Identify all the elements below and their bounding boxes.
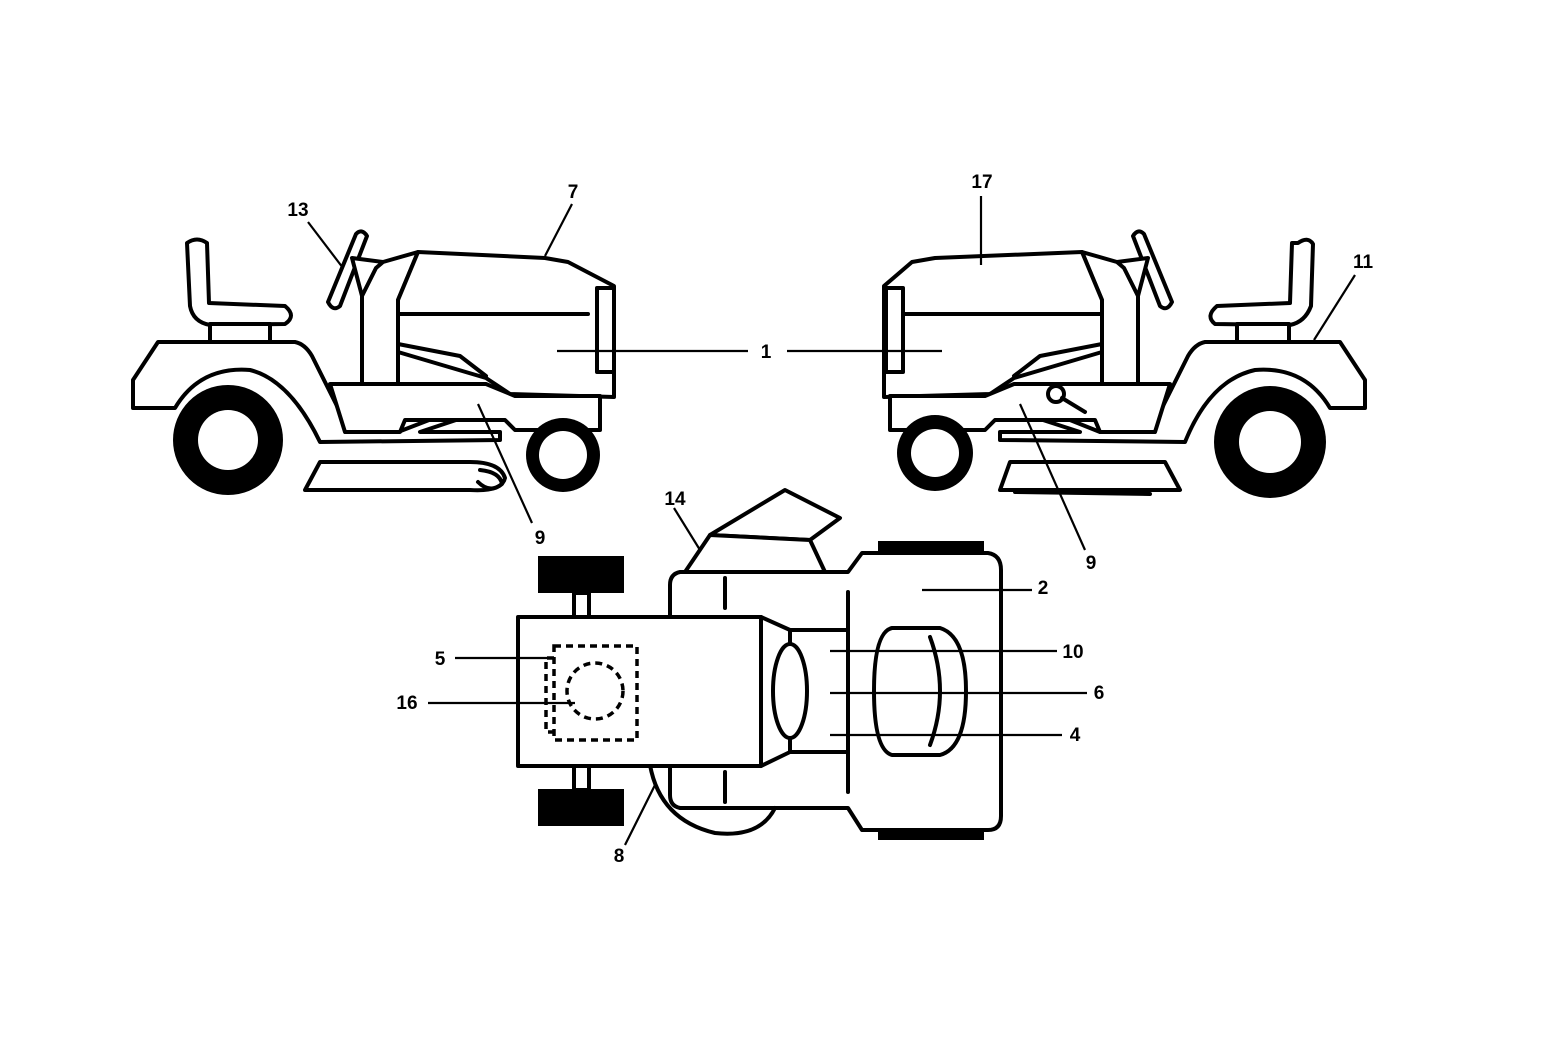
callout-6: 6 [1094, 683, 1105, 704]
callout-5: 5 [435, 649, 446, 670]
callout-9-right: 9 [1086, 553, 1097, 574]
callout-leader-lines [307, 196, 1356, 846]
callout-8: 8 [614, 846, 625, 867]
right-side-tractor [882, 229, 1367, 498]
callout-10: 10 [1062, 642, 1083, 663]
callout-4: 4 [1070, 725, 1081, 746]
callout-13: 13 [287, 200, 308, 221]
callout-17: 17 [971, 172, 992, 193]
callout-labels: 1 7 13 9 17 11 9 14 2 10 6 4 5 16 8 [287, 172, 1373, 867]
top-view-tractor [516, 488, 1003, 840]
left-side-tractor [131, 229, 616, 495]
callout-1: 1 [761, 342, 772, 363]
callout-16: 16 [396, 693, 417, 714]
callout-7: 7 [568, 182, 579, 203]
callout-14: 14 [664, 489, 686, 510]
callout-9-left: 9 [535, 528, 546, 549]
callout-2: 2 [1038, 578, 1049, 599]
callout-11: 11 [1353, 252, 1374, 273]
